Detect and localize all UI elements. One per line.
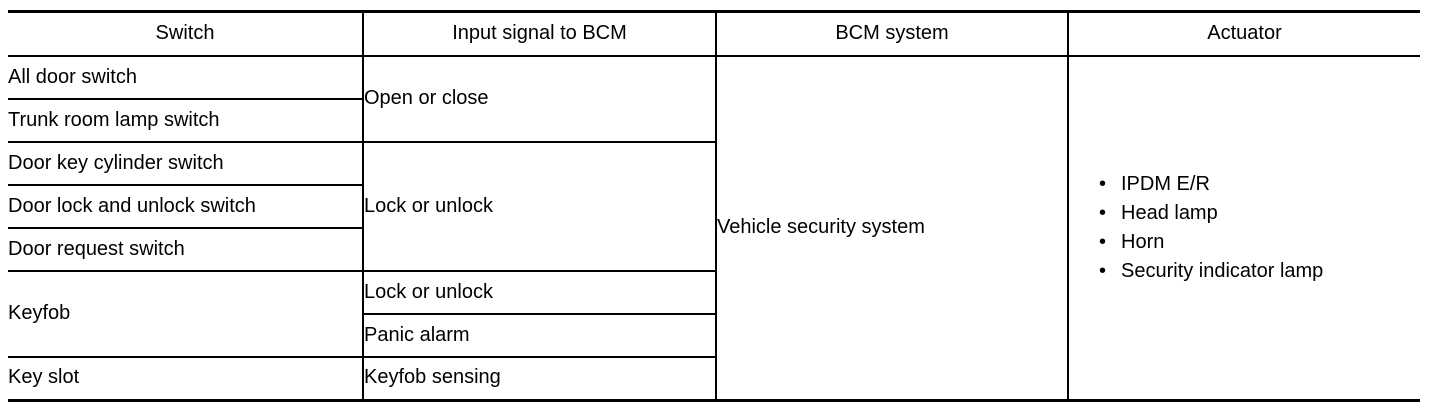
column-header-actuator: Actuator bbox=[1068, 11, 1420, 57]
table-row: Door lock and unlock switch bbox=[8, 185, 1420, 229]
list-item: • Head lamp bbox=[1099, 199, 1420, 228]
table-row: Keyfob Lock or unlock bbox=[8, 271, 1420, 358]
table-row: All door switch Open or close Vehicle se… bbox=[8, 56, 1420, 400]
bcm-system-vehicle-security-system: Vehicle security system bbox=[716, 56, 1069, 400]
switch-door-key-cylinder-switch: Door key cylinder switch bbox=[8, 142, 364, 186]
switch-all-door-switch: All door switch bbox=[8, 56, 364, 100]
bullet-icon: • bbox=[1099, 172, 1107, 195]
actuator-list: • IPDM E/R • Head lamp • Horn bbox=[1069, 170, 1420, 286]
switch-door-lock-and-unlock-switch: Door lock and unlock switch bbox=[8, 185, 364, 229]
column-header-input-signal: Input signal to BCM bbox=[363, 11, 717, 57]
table-header: Switch Input signal to BCM BCM system Ac… bbox=[8, 11, 1420, 57]
bcm-security-spec-table: Switch Input signal to BCM BCM system Ac… bbox=[8, 10, 1420, 402]
input-signal-lock-or-unlock-switches: Lock or unlock bbox=[363, 142, 717, 272]
switch-keyfob: Keyfob bbox=[8, 271, 364, 358]
table-body: All door switch Open or close Vehicle se… bbox=[8, 56, 1420, 400]
bullet-icon: • bbox=[1099, 230, 1107, 253]
input-signal-open-or-close: Open or close bbox=[363, 56, 717, 143]
input-signal-keyfob-sensing: Keyfob sensing bbox=[363, 357, 717, 400]
bullet-icon: • bbox=[1099, 201, 1107, 224]
list-item: • Security indicator lamp bbox=[1099, 257, 1420, 286]
table-row: Panic alarm bbox=[8, 314, 1420, 358]
switch-trunk-room-lamp-switch: Trunk room lamp switch bbox=[8, 99, 364, 143]
list-item: • Horn bbox=[1099, 228, 1420, 257]
switch-key-slot: Key slot bbox=[8, 357, 364, 400]
column-header-bcm-system: BCM system bbox=[716, 11, 1069, 57]
input-signal-lock-or-unlock-keyfob: Lock or unlock bbox=[363, 271, 717, 315]
table-row: Door key cylinder switch Lock or unlock bbox=[8, 142, 1420, 272]
actuator-label: IPDM E/R bbox=[1121, 172, 1210, 195]
column-header-switch: Switch bbox=[8, 11, 364, 57]
input-signal-panic-alarm: Panic alarm bbox=[363, 314, 717, 358]
spec-table-container: Switch Input signal to BCM BCM system Ac… bbox=[8, 10, 1420, 402]
actuator-label: Horn bbox=[1121, 230, 1165, 253]
actuator-label: Security indicator lamp bbox=[1121, 259, 1324, 282]
header-row: Switch Input signal to BCM BCM system Ac… bbox=[8, 11, 1420, 57]
table-row: Trunk room lamp switch bbox=[8, 99, 1420, 143]
table-row: Door request switch bbox=[8, 228, 1420, 272]
list-item: • IPDM E/R bbox=[1099, 170, 1420, 199]
actuator-list-cell: • IPDM E/R • Head lamp • Horn bbox=[1068, 56, 1420, 400]
bullet-icon: • bbox=[1099, 259, 1107, 282]
switch-door-request-switch: Door request switch bbox=[8, 228, 364, 272]
table-row: Key slot Keyfob sensing bbox=[8, 357, 1420, 400]
actuator-label: Head lamp bbox=[1121, 201, 1218, 224]
